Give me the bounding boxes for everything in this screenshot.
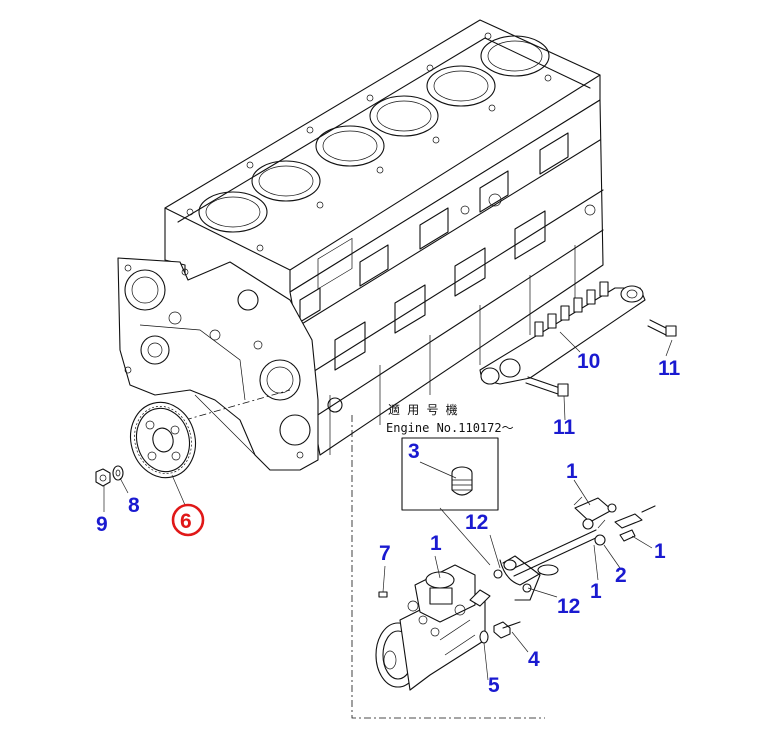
cylinder-bores [198, 35, 550, 233]
fuel-injection-pump [375, 564, 491, 691]
highlight-circle-part-6 [171, 503, 205, 537]
callout-1: 1 [654, 540, 666, 563]
callout-5: 5 [488, 674, 500, 697]
fuel-gallery-pipe [479, 281, 646, 385]
callout-labels: 1 1 1 1 2 3 4 5 6 7 8 9 10 11 11 12 12 [96, 350, 681, 697]
fuel-pump-center-line [351, 415, 545, 719]
gasket-7 [378, 591, 388, 598]
callout-10: 10 [577, 350, 600, 373]
callout-1: 1 [566, 460, 578, 483]
callout-7: 7 [379, 542, 391, 565]
callout-11: 11 [658, 357, 681, 380]
callout-8: 8 [128, 494, 140, 517]
deck-bolt-holes [186, 32, 552, 252]
callout-9: 9 [96, 513, 108, 536]
callout-1: 1 [590, 580, 602, 603]
washer-8 [112, 465, 124, 481]
callout-2: 2 [615, 564, 627, 587]
front-gear-housing [117, 257, 319, 471]
callout-1: 1 [430, 532, 442, 555]
bolt-11a [647, 319, 677, 337]
bolt-11b [525, 376, 569, 397]
fuel-pump-drive-gear [130, 401, 196, 479]
fuel-line-assembly [493, 497, 656, 601]
part-3-detail-box [401, 437, 499, 511]
callout-6: 6 [180, 510, 192, 533]
callout-12: 12 [557, 595, 580, 618]
assembly-center-line [184, 389, 291, 421]
callout-3: 3 [408, 440, 420, 463]
callout-4: 4 [528, 648, 540, 671]
applicability-note-serial: Engine No.110172～ [386, 421, 514, 435]
applicability-note-title: 適 用 号 機 [388, 402, 458, 417]
washer-5 [479, 630, 489, 644]
fuel-gallery-nipples [534, 281, 609, 337]
delivery-valve-3 [451, 466, 473, 496]
callout-12: 12 [465, 511, 488, 534]
bolt-4 [493, 621, 521, 639]
leader-lines [103, 331, 673, 681]
callout-11: 11 [553, 416, 576, 439]
nut-9 [95, 468, 111, 487]
